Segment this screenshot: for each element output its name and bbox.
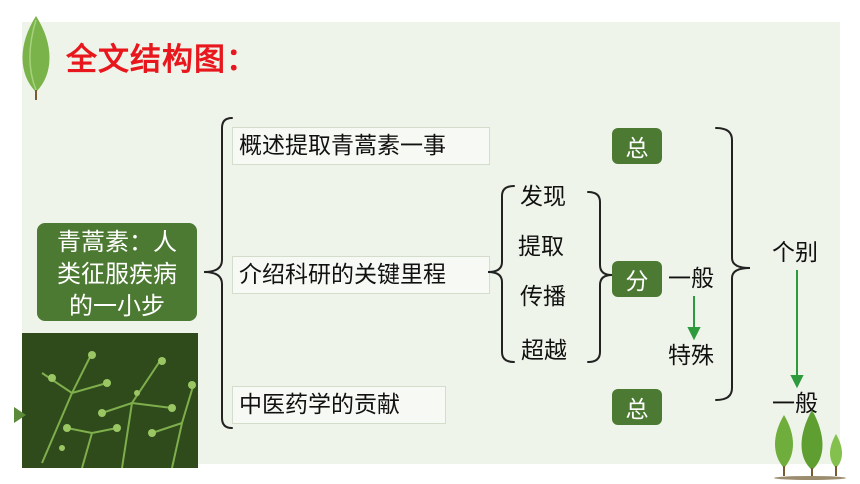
tag-part: 分 (612, 261, 662, 297)
milestone-spread: 传播 (520, 284, 566, 310)
page-title: 全文结构图： (66, 42, 258, 78)
branch-overview: 概述提取青蒿素一事 (232, 127, 490, 165)
label-individual: 个别 (772, 240, 818, 266)
center-line-2: 类征服疾病 (57, 260, 177, 288)
tag-total-bottom: 总 (612, 389, 662, 425)
branch-milestones-label: 介绍科研的关键里程 (239, 261, 446, 288)
plant-photo (22, 333, 198, 468)
branch-overview-label: 概述提取青蒿素一事 (239, 132, 446, 159)
tag-total-top: 总 (612, 128, 662, 164)
center-topic-box: 青蒿素：人 类征服疾病 的一小步 (37, 223, 197, 321)
tree-decoration-icon (774, 410, 846, 480)
branch-tcm-contribution: 中医药学的贡献 (232, 386, 446, 424)
center-line-1: 青蒿素：人 (57, 228, 177, 256)
milestone-extract: 提取 (518, 234, 564, 260)
label-general: 一般 (668, 266, 714, 292)
triangle-marker-icon (14, 407, 26, 423)
center-line-3: 的一小步 (69, 292, 165, 320)
label-special: 特殊 (668, 343, 714, 369)
branch-milestones: 介绍科研的关键里程 (232, 256, 490, 294)
leaf-icon (22, 16, 50, 100)
milestone-surpass: 超越 (521, 338, 567, 364)
label-general-right: 一般 (772, 391, 818, 417)
milestone-discover: 发现 (520, 184, 566, 210)
branch-tcm-label: 中医药学的贡献 (239, 391, 400, 418)
